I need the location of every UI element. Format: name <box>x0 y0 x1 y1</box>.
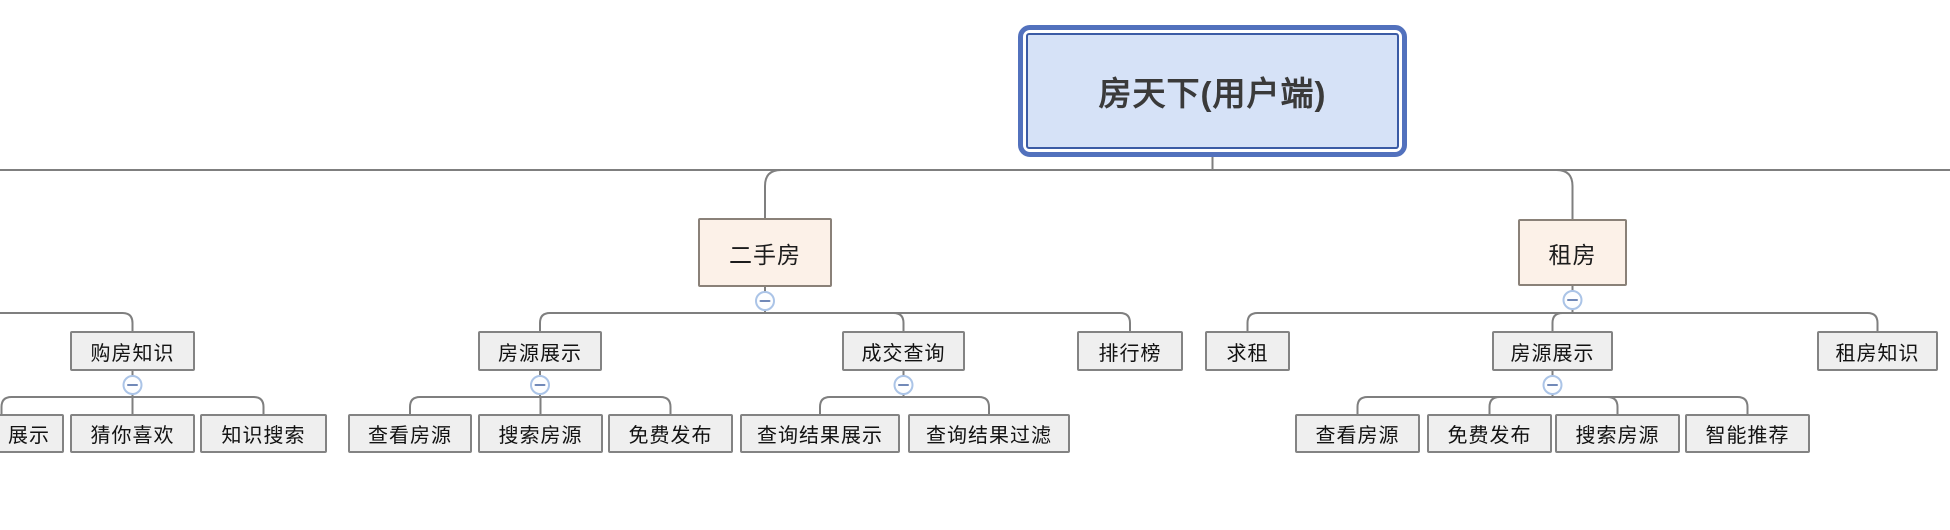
node-mianfeifabu_zf[interactable]: 免费发布 <box>1427 414 1552 453</box>
node-zhanshi_cut[interactable]: 展示 <box>0 414 64 453</box>
node-goufangzhishi[interactable]: 购房知识 <box>70 331 195 371</box>
child-connector-line <box>903 396 990 414</box>
child-connector-line <box>540 396 672 414</box>
child-connector-line <box>819 396 904 414</box>
node-zufangzhishi[interactable]: 租房知识 <box>1817 331 1938 371</box>
node-sousuofangyuan_esf[interactable]: 搜索房源 <box>478 414 603 453</box>
node-zufang[interactable]: 租房 <box>1518 219 1627 286</box>
child-connector-line <box>1552 396 1749 414</box>
node-sousuofangyuan_zf[interactable]: 搜索房源 <box>1555 414 1680 453</box>
node-zhishisousuo[interactable]: 知识搜索 <box>200 414 327 453</box>
child-connector-line <box>1356 396 1553 414</box>
node-cainixihuan[interactable]: 猜你喜欢 <box>70 414 195 453</box>
node-label: 知识搜索 <box>221 425 306 447</box>
child-connector-line <box>765 312 905 331</box>
node-label: 成交查询 <box>861 342 946 365</box>
node-label: 查询结果展示 <box>757 425 883 447</box>
node-label: 求租 <box>1226 342 1269 365</box>
child-connector-line <box>1552 396 1619 414</box>
child-connector-line <box>132 396 265 414</box>
collapse-button[interactable] <box>1542 375 1563 395</box>
node-label: 免费发布 <box>1447 425 1532 447</box>
child-connector-line <box>0 312 134 331</box>
node-qiuzu[interactable]: 求租 <box>1205 331 1290 371</box>
node-label: 查看房源 <box>1315 425 1400 447</box>
node-label: 搜索房源 <box>498 425 583 447</box>
node-label: 购房知识 <box>90 342 175 365</box>
collapse-button[interactable] <box>122 375 143 395</box>
node-label: 查询结果过滤 <box>926 425 1052 447</box>
collapse-button[interactable] <box>530 375 550 395</box>
node-chaxunjieguozhanshi[interactable]: 查询结果展示 <box>740 414 900 453</box>
node-label: 房源展示 <box>498 342 582 365</box>
collapse-button[interactable] <box>1562 290 1583 310</box>
child-connector-line <box>1551 312 1573 331</box>
node-label: 智能推荐 <box>1705 425 1790 447</box>
node-label: 房源展示 <box>1510 342 1595 365</box>
node-label: 排行榜 <box>1098 342 1162 365</box>
node-label: 二手房 <box>729 241 801 268</box>
node-mianfeifabu_esf[interactable]: 免费发布 <box>608 414 733 453</box>
child-connector-line <box>1572 312 1879 331</box>
node-root[interactable]: 房天下(用户端) <box>1018 25 1407 157</box>
node-label: 房天下(用户端) <box>1098 75 1327 112</box>
node-label: 猜你喜欢 <box>90 425 175 447</box>
node-fangyuanzhanshi_zf[interactable]: 房源展示 <box>1492 331 1613 371</box>
collapse-button[interactable] <box>893 375 914 395</box>
node-chakanfangyuan_zf[interactable]: 查看房源 <box>1295 414 1420 453</box>
node-label: 查看房源 <box>368 425 452 447</box>
child-connector-line <box>409 396 540 414</box>
node-label: 展示 <box>8 425 50 447</box>
node-paihangbang[interactable]: 排行榜 <box>1077 331 1183 371</box>
node-chengjiaochaxun[interactable]: 成交查询 <box>842 331 965 371</box>
child-connector-line <box>1212 169 1574 219</box>
node-zhinengtuijian[interactable]: 智能推荐 <box>1685 414 1810 453</box>
node-label: 租房知识 <box>1835 342 1920 365</box>
node-ershoufang[interactable]: 二手房 <box>698 218 832 287</box>
child-connector-line <box>765 312 1131 331</box>
node-chakanfangyuan_esf[interactable]: 查看房源 <box>348 414 472 453</box>
node-label: 租房 <box>1548 241 1597 268</box>
child-connector-line <box>1246 312 1573 331</box>
node-label: 搜索房源 <box>1575 425 1660 447</box>
child-connector-line <box>1488 396 1553 414</box>
node-fangyuanzhanshi_esf[interactable]: 房源展示 <box>478 331 602 371</box>
node-label: 免费发布 <box>628 425 713 447</box>
child-connector-line <box>539 312 765 331</box>
root-topic-inner: 房天下(用户端) <box>1026 33 1399 149</box>
child-connector-line <box>0 396 133 414</box>
node-chaxunjieguoguolv[interactable]: 查询结果过滤 <box>908 414 1070 453</box>
child-connector-line <box>764 169 1213 218</box>
collapse-button[interactable] <box>755 291 775 311</box>
